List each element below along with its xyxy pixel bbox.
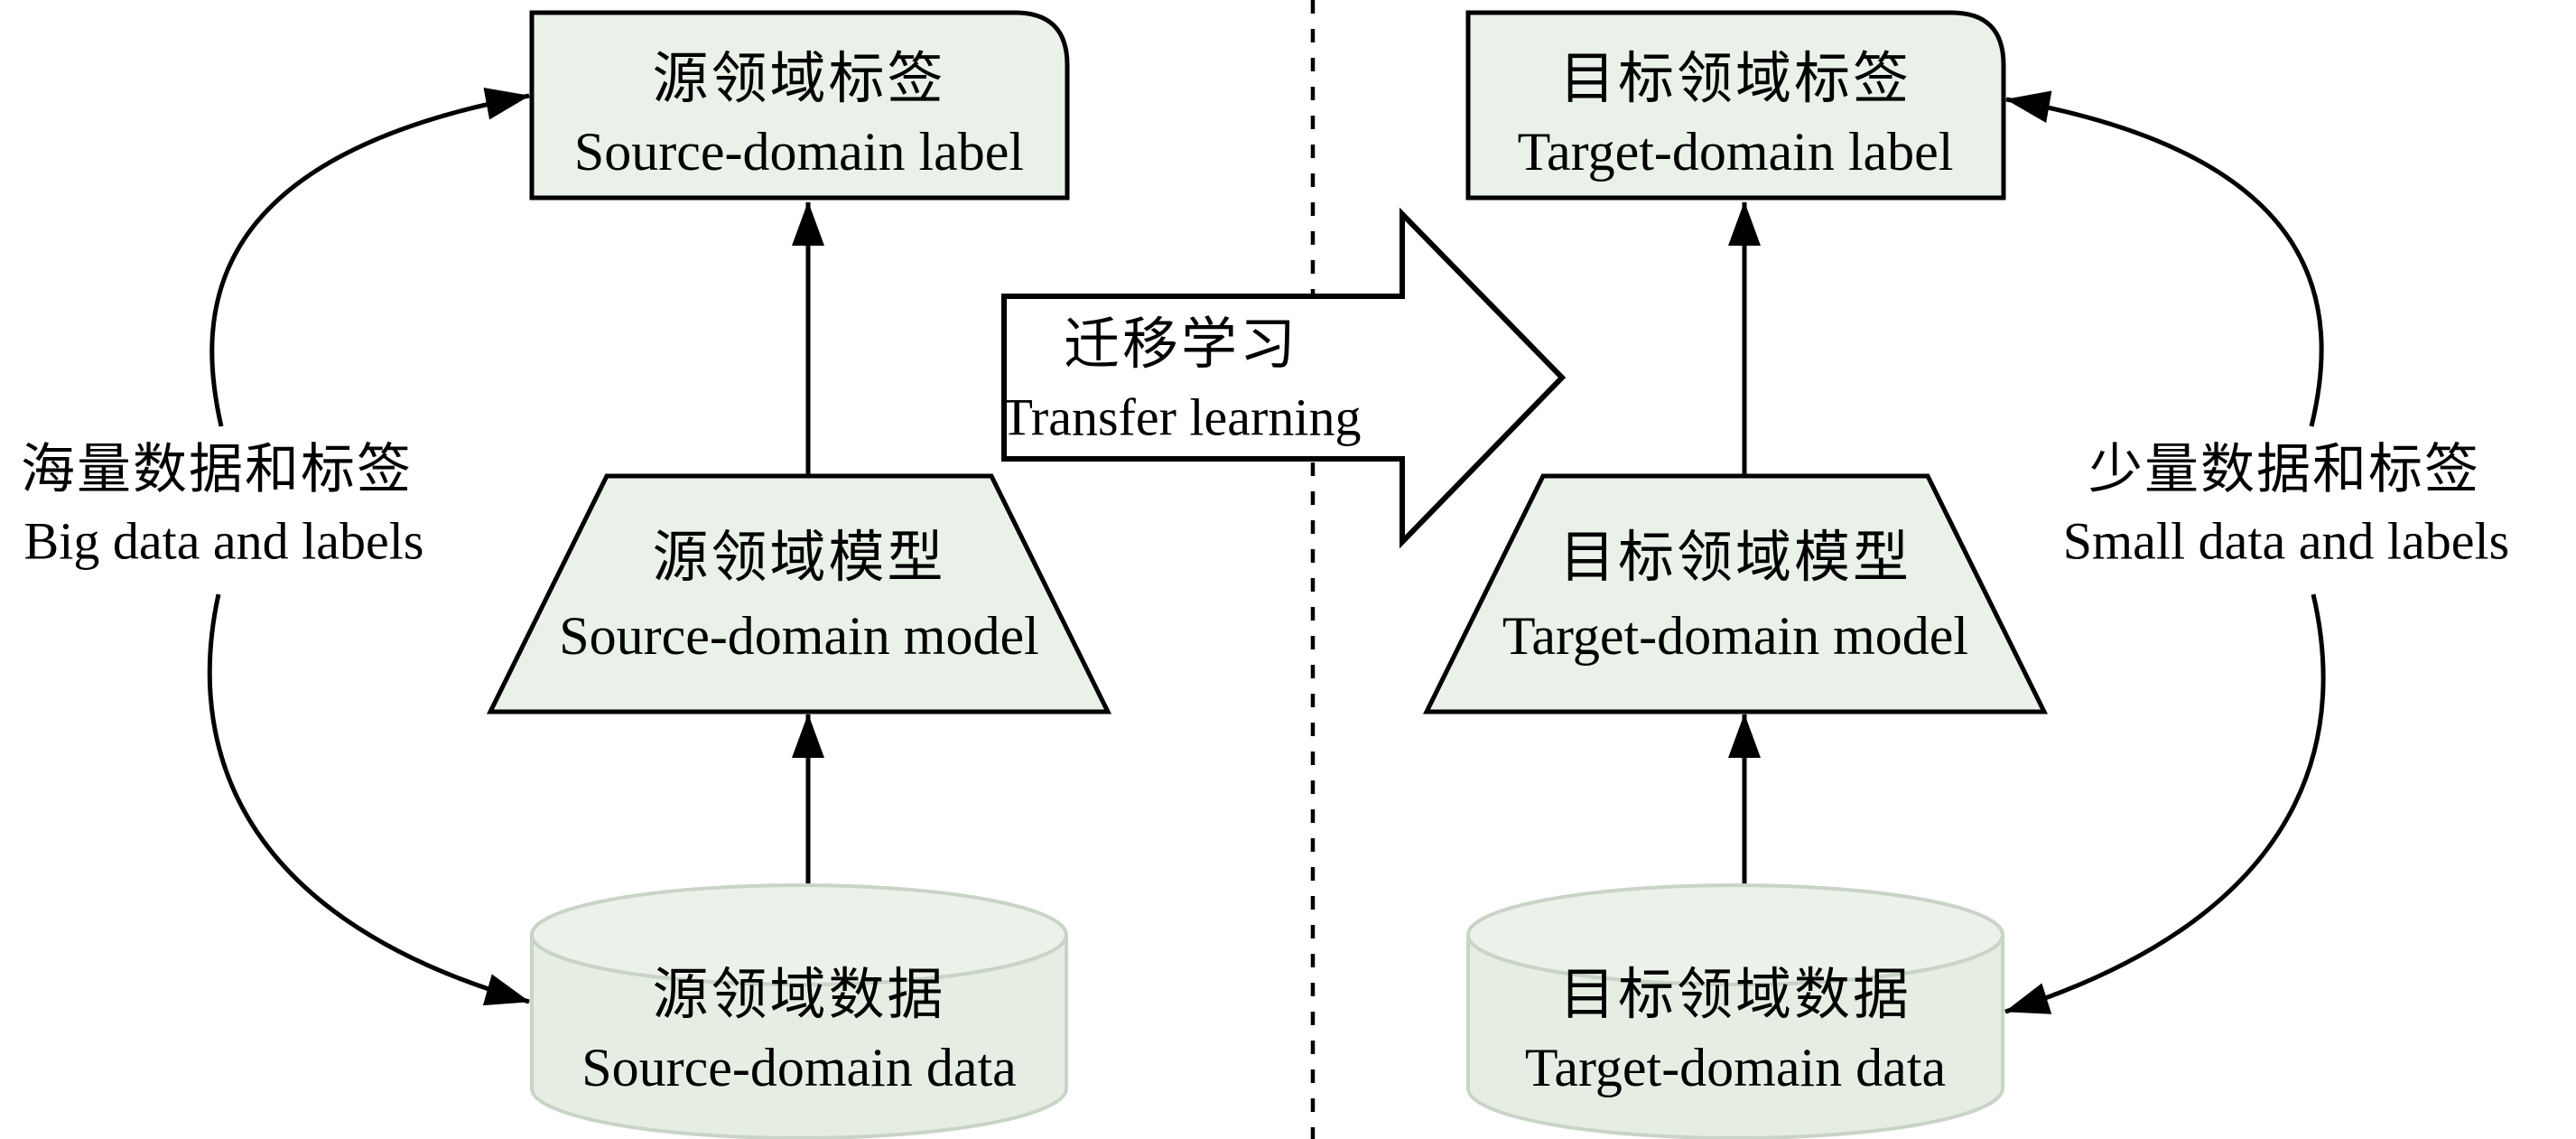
source-side-to-label-arc	[209, 88, 530, 427]
source-model-text-zh: 源领域模型	[652, 527, 945, 589]
source-label-box-text-zh: 源领域标签	[652, 49, 945, 110]
target-domain-group: 目标领域标签 Target-domain label 目标领域模型 Target…	[1422, 10, 2509, 1139]
target-data-cylinder	[1466, 883, 2004, 1139]
source-label-box	[529, 10, 1070, 201]
target-data-text-zh: 目标领域数据	[1559, 965, 1911, 1026]
source-domain-group: 源领域标签 Source-domain label 源领域模型 Source-d…	[21, 10, 1112, 1139]
target-label-box-text-zh: 目标领域标签	[1559, 49, 1911, 110]
target-side-to-data-arc	[2004, 593, 2326, 1014]
target-model-trapezoid	[1422, 473, 2049, 714]
target-model-text-zh: 目标领域模型	[1559, 527, 1911, 589]
source-data-cylinder-top	[530, 883, 1068, 986]
source-model-text-en: Source-domain model	[559, 606, 1039, 666]
source-side-to-data-arc	[207, 593, 530, 1006]
source-data-cylinder	[530, 883, 1068, 1139]
transfer-arrow-text-en: Transfer learning	[1001, 388, 1362, 447]
target-data-cylinder-top	[1466, 883, 2004, 986]
transfer-arrow-text-zh: 迁移学习	[1064, 314, 1298, 376]
target-model-text-en: Target-domain model	[1502, 606, 1968, 666]
target-side-to-label-arc	[2005, 90, 2324, 427]
transfer-arrow-shape	[1001, 207, 1567, 549]
source-model-trapezoid	[486, 473, 1112, 714]
target-side-note-zh: 少量数据和标签	[2088, 440, 2480, 499]
source-side-note-en: Big data and labels	[24, 512, 424, 571]
source-label-box-text-en: Source-domain label	[574, 122, 1024, 182]
target-label-box-text-en: Target-domain label	[1518, 122, 1954, 182]
source-side-note-zh: 海量数据和标签	[21, 440, 413, 499]
transfer-learning-arrow: 迁移学习 Transfer learning	[1001, 207, 1567, 549]
source-data-text-zh: 源领域数据	[652, 965, 945, 1026]
target-label-box	[1465, 10, 2006, 201]
target-data-text-en: Target-domain data	[1525, 1038, 1946, 1097]
target-side-note-en: Small data and labels	[2063, 512, 2509, 571]
source-data-text-en: Source-domain data	[581, 1038, 1017, 1097]
